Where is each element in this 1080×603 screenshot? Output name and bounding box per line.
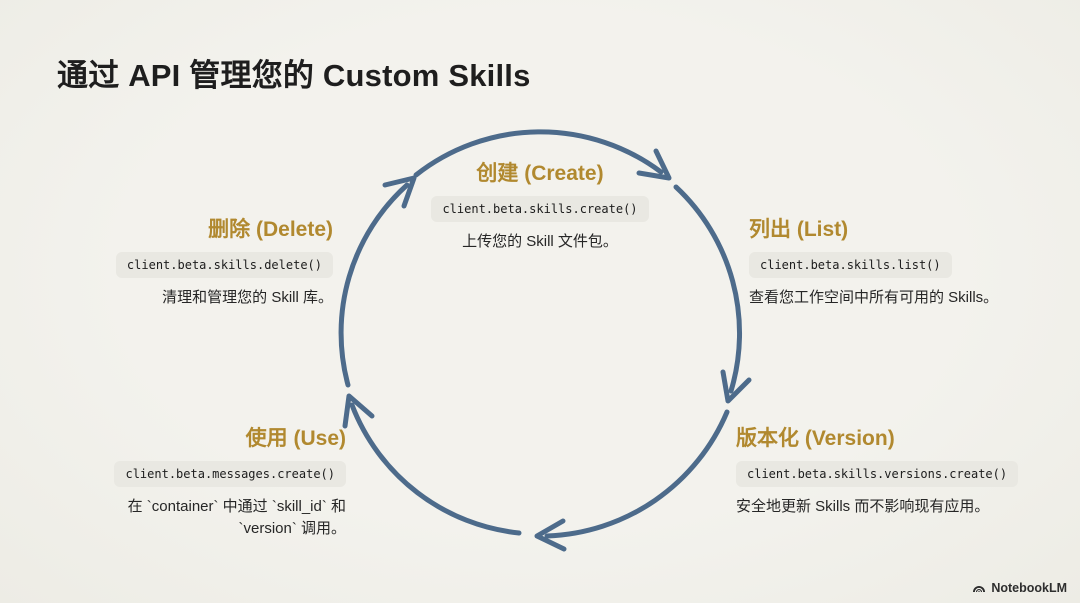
stage-delete: 删除 (Delete) client.beta.skills.delete() … [53,217,333,309]
notebooklm-logo-icon [972,581,986,595]
stage-list-label: 列出 (List) [749,218,849,241]
cycle-arrowhead-delete [342,393,375,429]
stage-use: 使用 (Use) client.beta.messages.create() 在… [76,426,346,540]
notebooklm-brand-label: NotebookLM [991,581,1067,595]
cycle-arc-version-to-use [544,409,730,539]
list-code-snippet: client.beta.skills.list() [749,252,952,279]
cycle-arc-use-to-delete [349,402,522,536]
cycle-arrowhead-version [720,369,752,404]
version-code-snippet: client.beta.skills.versions.create() [736,461,1019,488]
stage-use-description: 在 `container` 中通过 `skill_id` 和 `version`… [127,498,346,537]
stage-use-label: 使用 (Use) [245,427,346,450]
stage-list: 列出 (List) client.beta.skills.list() 查看您工… [749,217,1059,309]
stage-delete-label: 删除 (Delete) [208,218,333,241]
stage-list-description: 查看您工作空间中所有可用的 Skills。 [749,289,999,307]
stage-version: 版本化 (Version) client.beta.skills.version… [736,426,1068,518]
stage-create-label: 创建 (Create) [476,162,604,185]
cycle-arrowhead-use [534,518,567,552]
stage-version-label: 版本化 (Version) [736,427,895,450]
create-code-snippet: client.beta.skills.create() [431,196,649,223]
delete-code-snippet: client.beta.skills.delete() [115,252,333,279]
stage-create-description: 上传您的 Skill 文件包。 [462,233,618,251]
page-title: 通过 API 管理您的 Custom Skills [57,58,531,93]
use-code-snippet: client.beta.messages.create() [114,461,346,488]
footer-watermark: NotebookLM [972,581,1067,595]
stage-delete-description: 清理和管理您的 Skill 库。 [162,289,333,307]
stage-create: 创建 (Create) client.beta.skills.create() … [375,161,705,253]
stage-version-description: 安全地更新 Skills 而不影响现有应用。 [736,498,990,516]
